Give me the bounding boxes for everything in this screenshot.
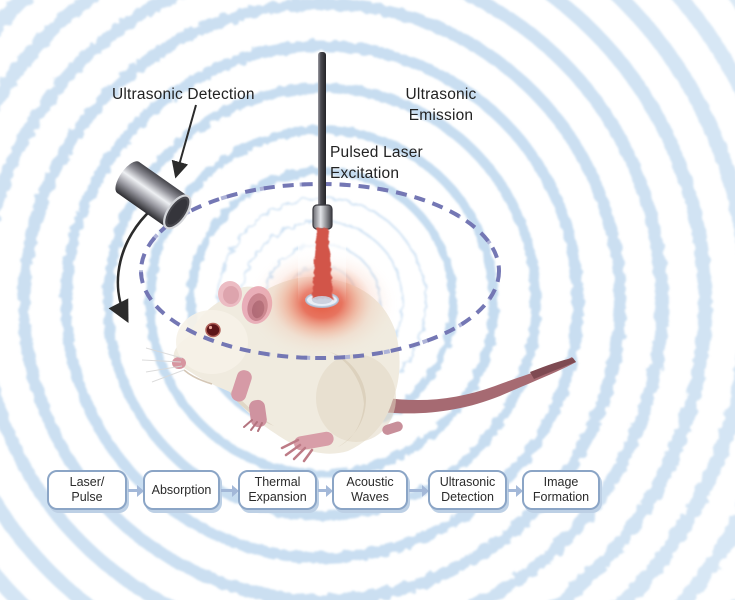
pulsed-laser-line2: Excitation xyxy=(330,165,400,182)
rat-whiskers xyxy=(141,347,185,383)
scan-orbit-ellipse xyxy=(139,182,501,360)
ultrasonic-detection-label: Ultrasonic Detection xyxy=(112,86,255,103)
ultrasonic-emission-line2: Emission xyxy=(408,107,474,124)
detection-label-arrow xyxy=(171,104,197,179)
rat-hind-foot xyxy=(280,431,334,463)
pulsed-laser-label: Pulsed Laser Excitation xyxy=(330,142,423,184)
ultrasonic-emission-label: Ultrasonic Emission xyxy=(391,84,491,126)
rat-front-paws xyxy=(231,370,267,432)
rat-nose xyxy=(172,357,186,369)
pulsed-laser-line1: Pulsed Laser xyxy=(330,144,423,161)
laser-fiber xyxy=(312,52,333,230)
rotation-arrow xyxy=(108,208,153,323)
laser-beam xyxy=(312,228,333,299)
ultrasound-transducer xyxy=(115,161,192,230)
ultrasonic-emission-line1: Ultrasonic xyxy=(405,86,477,103)
rat-eye xyxy=(205,322,221,338)
